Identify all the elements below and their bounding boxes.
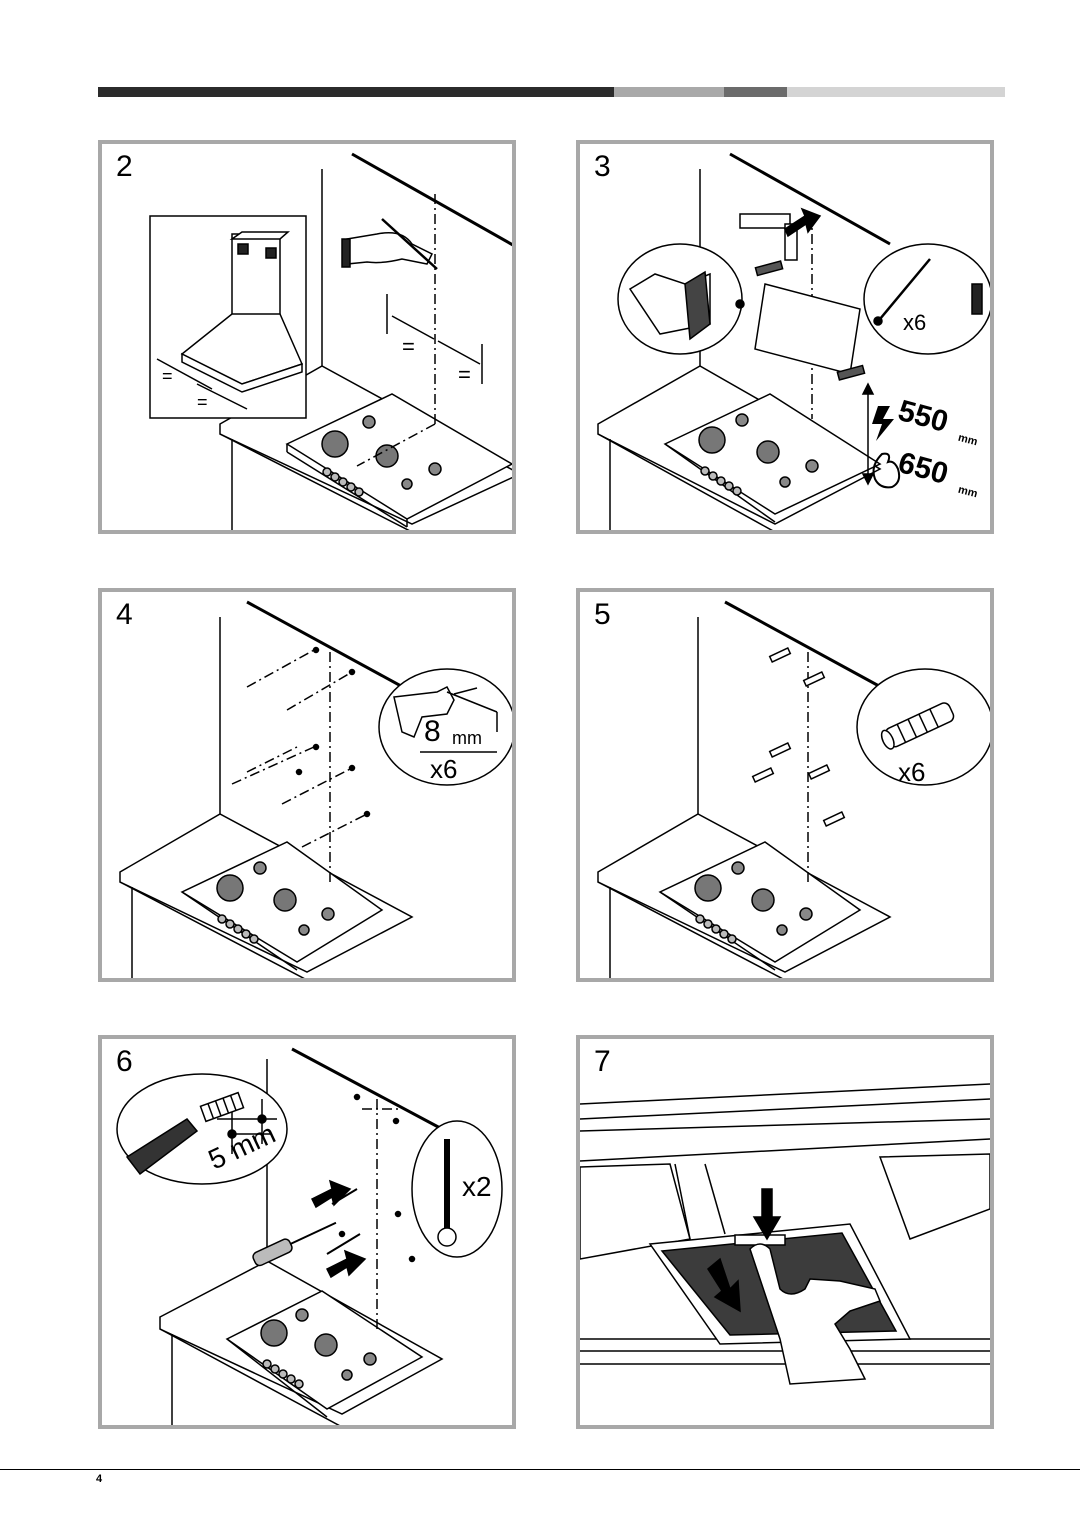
step-2-panel: 2 (98, 140, 516, 534)
header-bar-segment (614, 87, 724, 97)
count-label: x6 (430, 754, 458, 784)
step-3-illustration (597, 152, 990, 530)
count-label: x6 (898, 757, 926, 787)
footer-rule (0, 1469, 1080, 1470)
page-number: 4 (96, 1473, 103, 1485)
header-bar-segment (787, 87, 1005, 97)
count-label: x6 (903, 310, 927, 335)
step-4-panel: 4 (98, 588, 516, 982)
equal-mark: = (162, 366, 173, 386)
step-2-illustration (149, 152, 512, 530)
step-7-illustration (580, 1083, 990, 1385)
count-label: x2 (462, 1171, 492, 1202)
step-number: 5 (594, 598, 611, 631)
drill-size: 8 (424, 715, 441, 748)
step-7-panel: 7 (576, 1035, 994, 1429)
step-3-panel: 3 (576, 140, 994, 534)
step-number: 7 (594, 1045, 611, 1078)
drill-unit: mm (452, 728, 482, 748)
header-bar-segment (98, 87, 614, 97)
header-color-bar (98, 87, 1005, 97)
step-number: 3 (594, 150, 611, 183)
step-5-panel: 5 (576, 588, 994, 982)
step-number: 2 (116, 150, 133, 183)
header-bar-segment (724, 87, 787, 97)
step-5-illustration (597, 600, 990, 978)
step-6-illustration (116, 1047, 503, 1425)
wall-plug-icon (751, 647, 846, 827)
equal-mark: = (197, 392, 208, 412)
step-4-illustration (119, 600, 512, 978)
equal-mark: = (402, 334, 415, 359)
step-number: 6 (116, 1045, 133, 1078)
equal-mark: = (458, 362, 471, 387)
lightning-icon (872, 406, 894, 441)
step-6-panel: 6 (98, 1035, 516, 1429)
flame-icon (872, 452, 901, 489)
step-number: 4 (116, 598, 133, 631)
